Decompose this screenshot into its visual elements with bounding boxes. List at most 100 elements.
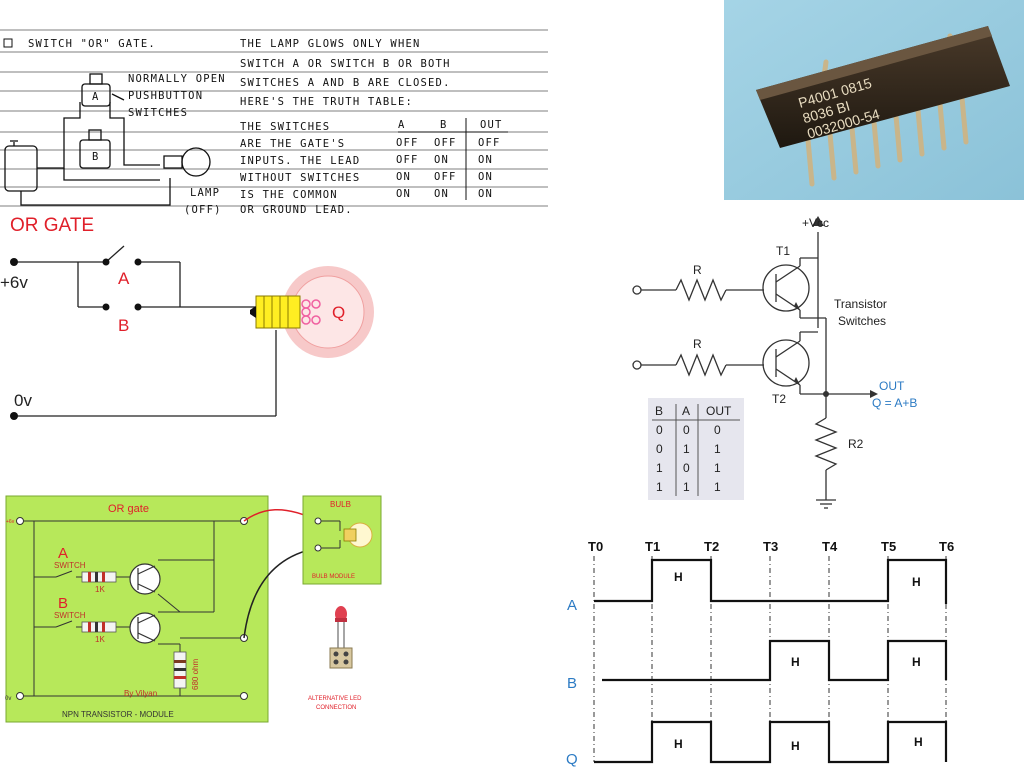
time-label: T3 bbox=[763, 539, 778, 554]
notes-lamp-label: (OFF) bbox=[184, 204, 222, 216]
high-marker: H bbox=[674, 570, 683, 584]
tt-cell: 0 bbox=[683, 461, 690, 475]
r2-label: R2 bbox=[848, 437, 864, 451]
time-label: T4 bbox=[822, 539, 838, 554]
led-caption: ALTERNATIVE LED bbox=[308, 696, 362, 702]
switch-contact bbox=[102, 258, 110, 266]
time-label: T5 bbox=[881, 539, 896, 554]
t1-label: T1 bbox=[776, 244, 790, 258]
board-r3-label: 680 ohm bbox=[191, 659, 200, 690]
notes-table-cell: ON bbox=[396, 171, 411, 183]
notes-table-cell: ON bbox=[434, 154, 449, 166]
bulb-module-title: BULB bbox=[330, 500, 351, 509]
notes-table-head: OUT bbox=[480, 119, 503, 131]
time-label: T1 bbox=[645, 539, 660, 554]
tt-cell: 0 bbox=[714, 423, 721, 437]
signal-q-waveform bbox=[594, 720, 948, 764]
t2-label: T2 bbox=[772, 392, 786, 406]
chip-body bbox=[756, 26, 1010, 148]
signal-a-label: A bbox=[567, 597, 577, 614]
notes-para: THE SWITCHES bbox=[240, 121, 330, 133]
signal-a-waveform bbox=[594, 558, 948, 604]
tt-cell: 0 bbox=[656, 423, 663, 437]
or-gate-schematic: OR GATE +6v 0v A B bbox=[0, 215, 374, 420]
notes-table-cell: ON bbox=[434, 188, 449, 200]
timing-diagram: T0 T1 T2 T3 T4 T5 T6 A B Q H H H H H H H bbox=[566, 539, 954, 768]
tt-cell: 1 bbox=[683, 480, 690, 494]
board-r1-label: 1K bbox=[95, 585, 105, 594]
terminal-dot bbox=[10, 412, 18, 420]
resistor-label: R bbox=[693, 337, 702, 351]
transistor-truth-table: B A OUT 0 0 0 0 1 1 1 0 1 1 1 1 bbox=[648, 398, 744, 500]
transistor-switches-label: Switches bbox=[838, 314, 886, 328]
board-footer: NPN TRANSISTOR - MODULE bbox=[62, 710, 174, 719]
notes-line: SWITCHES A AND B ARE CLOSED. bbox=[240, 77, 451, 89]
tt-cell: 1 bbox=[714, 442, 721, 456]
tt-head: B bbox=[655, 404, 663, 418]
led-caption: CONNECTION bbox=[316, 705, 356, 711]
notes-panel: SWITCH "OR" GATE. THE LAMP GLOWS ONLY WH… bbox=[0, 18, 548, 216]
notes-table-cell: OFF bbox=[396, 137, 419, 149]
resistor bbox=[81, 571, 117, 583]
tt-cell: 0 bbox=[656, 442, 663, 456]
notes-table-cell: ON bbox=[478, 188, 493, 200]
tt-cell: 1 bbox=[656, 461, 663, 475]
led-alternative: ALTERNATIVE LED CONNECTION bbox=[308, 606, 362, 711]
tt-cell: 1 bbox=[656, 480, 663, 494]
tt-head: A bbox=[682, 404, 690, 418]
high-marker: H bbox=[914, 735, 923, 749]
notes-switch-b: B bbox=[92, 151, 100, 163]
board-author: By Vilyan bbox=[124, 689, 157, 698]
or-gate-title: OR GATE bbox=[10, 215, 94, 236]
time-label: T2 bbox=[704, 539, 719, 554]
notes-line: SWITCH A OR SWITCH B OR BOTH bbox=[240, 58, 451, 70]
board-a-label: A bbox=[58, 545, 68, 562]
resistor bbox=[81, 621, 117, 633]
vcc-label: +Vcc bbox=[802, 216, 829, 230]
bulb-q-label: Q bbox=[332, 303, 345, 322]
notes-table-cell: OFF bbox=[478, 137, 501, 149]
switch-a-label: A bbox=[118, 269, 130, 288]
signal-b-waveform bbox=[602, 639, 948, 682]
bulb-module: BULB BULB MODULE bbox=[302, 495, 382, 585]
board-title: OR gate bbox=[108, 503, 149, 515]
notes-para: ARE THE GATE'S bbox=[240, 138, 345, 150]
notes-table-head: A bbox=[398, 119, 406, 131]
notes-para: INPUTS. THE LEAD bbox=[240, 155, 360, 167]
notes-table-cell: ON bbox=[478, 154, 493, 166]
notes-para: OR GROUND LEAD. bbox=[240, 204, 353, 216]
tt-head: OUT bbox=[706, 404, 732, 418]
notes-lamp-label: LAMP bbox=[190, 187, 220, 199]
notes-para: IS THE COMMON bbox=[240, 189, 338, 201]
transistor-switches-label: Transistor bbox=[834, 297, 887, 311]
switch-contact bbox=[134, 258, 142, 266]
notes-label: PUSHBUTTON bbox=[128, 90, 203, 102]
switch-b-label: B bbox=[118, 316, 129, 335]
npn-module-board: OR gate NPN TRANSISTOR - MODULE +6v 0v bbox=[5, 495, 319, 723]
resistor bbox=[173, 651, 187, 689]
high-marker: H bbox=[791, 655, 800, 669]
board-switch-label: SWITCH bbox=[54, 611, 86, 620]
terminal-dot bbox=[10, 258, 18, 266]
out-label: OUT bbox=[879, 379, 905, 393]
high-marker: H bbox=[791, 739, 800, 753]
transistor-schematic: +Vcc T1 T2 R R R2 Transistor Switches OU… bbox=[632, 216, 917, 509]
vzero-label: 0v bbox=[14, 391, 32, 410]
notes-checkbox bbox=[3, 38, 13, 48]
time-label: T0 bbox=[588, 539, 603, 554]
high-marker: H bbox=[912, 655, 921, 669]
notes-para: WITHOUT SWITCHES bbox=[240, 172, 360, 184]
signal-q-label: Q bbox=[566, 751, 578, 768]
board-plus-label: +6v bbox=[6, 519, 15, 525]
high-marker: H bbox=[912, 575, 921, 589]
chip-photo: P4001 0815 8036 BI 0032000-54 bbox=[724, 0, 1024, 200]
notes-line: HERE'S THE TRUTH TABLE: bbox=[240, 96, 413, 108]
high-marker: H bbox=[674, 737, 683, 751]
tt-cell: 1 bbox=[714, 480, 721, 494]
bulb-icon bbox=[250, 266, 374, 358]
switch-contact bbox=[134, 303, 142, 311]
switch-contact bbox=[102, 303, 110, 311]
notes-line: THE LAMP GLOWS ONLY WHEN bbox=[240, 38, 421, 50]
notes-table-head: B bbox=[440, 119, 448, 131]
